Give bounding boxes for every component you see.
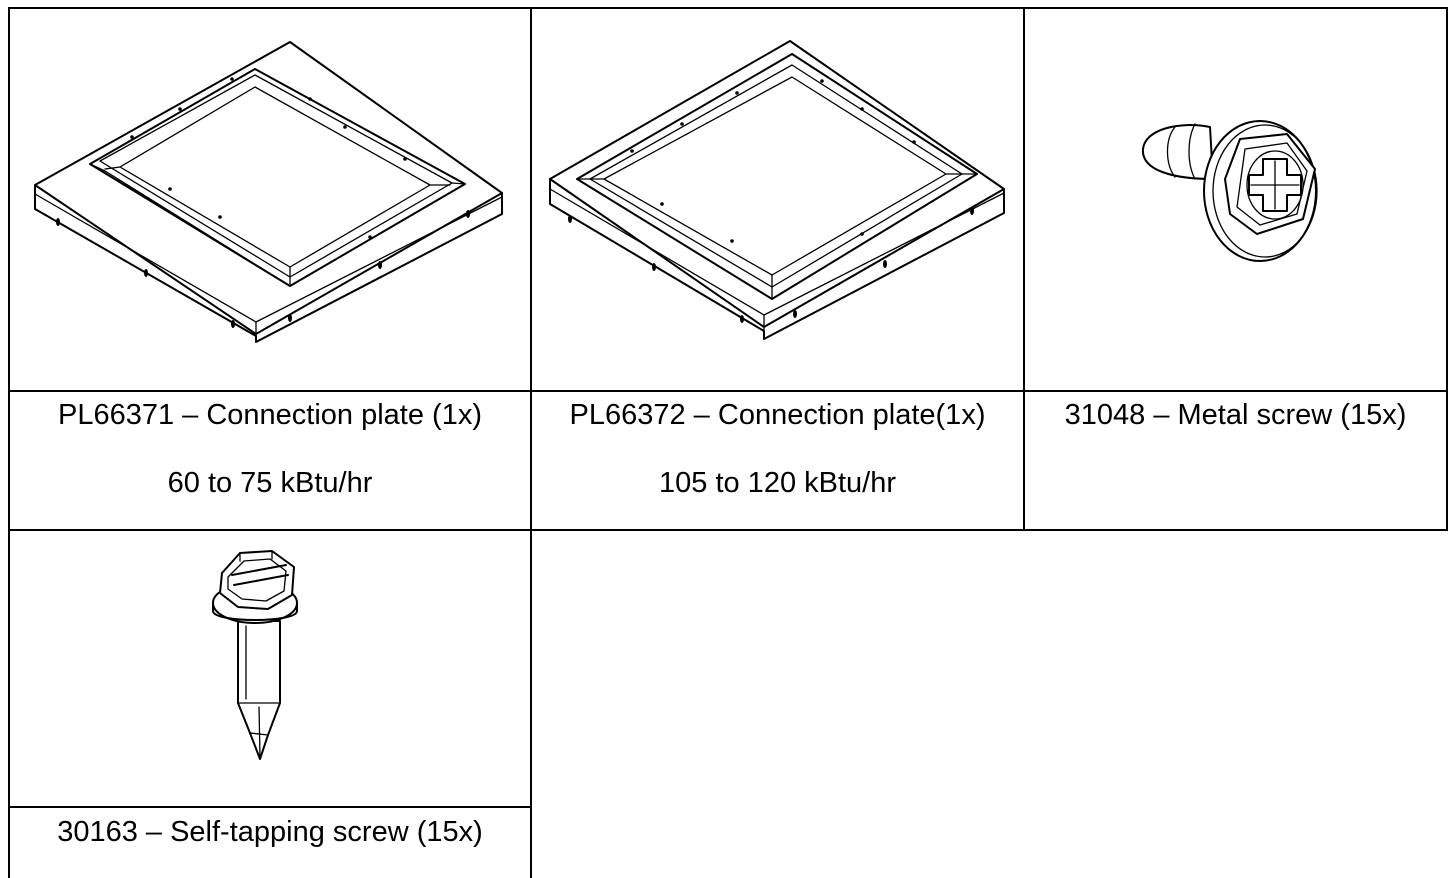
part-image-cell [532,9,1023,390]
part-caption-cell: PL66371 – Connection plate (1x) 60 to 75… [10,392,530,529]
part-sublabel: 105 to 120 kBtu/hr [659,467,896,499]
part-caption-cell: PL66372 – Connection plate(1x) 105 to 12… [532,392,1023,529]
self-tapping-screw-icon [212,550,298,760]
table-divider-col-2 [1023,7,1025,530]
table-border-left [8,7,10,878]
table-divider-image-row-2 [8,806,532,808]
part-label: PL66372 – Connection plate(1x) [569,399,986,431]
part-image-cell [10,9,530,390]
table-divider-col-1 [530,7,532,878]
part-sublabel: 60 to 75 kBtu/hr [167,467,373,499]
part-label: 31048 – Metal screw (15x) [1064,399,1407,431]
part-caption-cell: 30163 – Self-tapping screw (15x) [10,808,530,878]
part-caption-cell: 31048 – Metal screw (15x) [1025,392,1446,529]
part-label: PL66371 – Connection plate (1x) [57,399,482,431]
part-image-cell [10,531,530,806]
metal-screw-icon [1141,120,1318,262]
table-divider-image-row-1 [8,390,1448,392]
table-divider-row-2 [8,529,1448,531]
part-label: 30163 – Self-tapping screw (15x) [57,816,483,848]
table-border-right [1446,7,1448,530]
connection-plate-large-icon [549,40,1005,340]
table-border-top [8,7,1448,9]
connection-plate-small-icon [34,41,503,343]
part-image-cell [1025,9,1446,390]
